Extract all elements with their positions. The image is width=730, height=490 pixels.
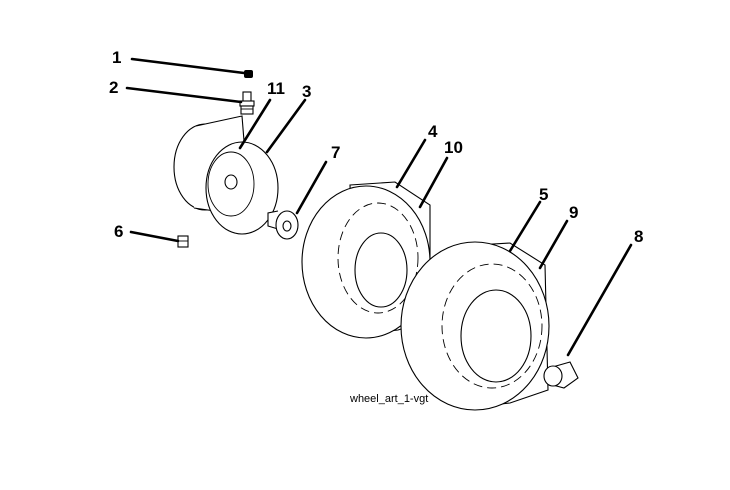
leader-line-8: [566, 243, 633, 357]
callout-2: 2: [109, 78, 118, 97]
rear-tire-part: [400, 241, 550, 411]
rim-part: [173, 115, 279, 235]
leader-line-10: [418, 156, 449, 209]
callout-10: 10: [444, 138, 463, 157]
leader-line-1: [130, 57, 246, 75]
callout-1: 1: [112, 48, 121, 67]
valve-cap-part: [244, 70, 253, 78]
valve-stem-part: [239, 91, 255, 115]
leader-line-3: [265, 98, 307, 154]
callout-5: 5: [539, 185, 548, 204]
callout-8: 8: [634, 227, 643, 246]
leader-line-5: [508, 200, 542, 253]
callout-7: 7: [331, 143, 340, 162]
leader-line-4: [395, 138, 427, 189]
leader-line-11: [238, 98, 272, 150]
leader-line-9: [538, 219, 569, 270]
leader-line-7: [295, 160, 328, 215]
front-tire-part: [301, 181, 431, 339]
callout-labels: 1 2 11 3 4 10 7 5 9 6 8: [109, 48, 643, 246]
callout-3: 3: [302, 82, 311, 101]
callout-9: 9: [569, 203, 578, 222]
callout-6: 6: [114, 222, 123, 241]
callout-11: 11: [267, 79, 285, 98]
leader-line-2: [125, 86, 243, 104]
leader-lines: [125, 57, 633, 357]
hub-cap-part: [543, 361, 579, 389]
spacer-bushing-part: [267, 210, 299, 240]
bolt-part: [177, 235, 189, 248]
diagram-caption: wheel_art_1-vgt: [349, 393, 428, 405]
leader-line-6: [129, 230, 180, 243]
callout-4: 4: [428, 122, 438, 141]
